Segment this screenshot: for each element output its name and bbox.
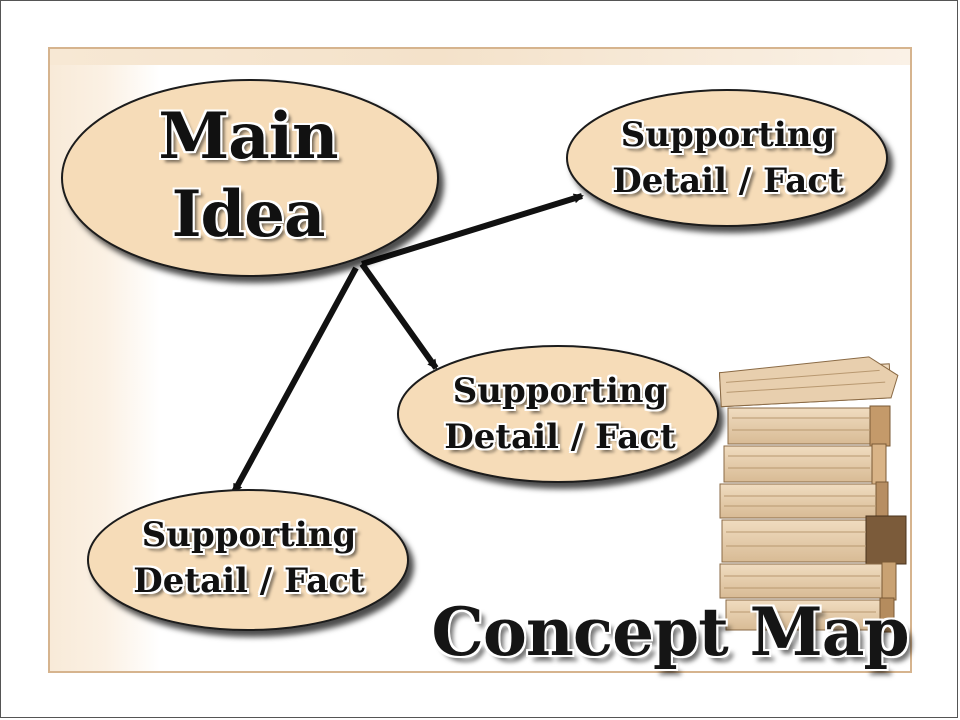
detail-2-line-1: Supporting bbox=[452, 371, 668, 411]
arrow-to-detail-2 bbox=[359, 262, 439, 370]
main-idea-line-1: Main bbox=[158, 99, 338, 174]
main-idea-line-2: Idea bbox=[171, 177, 326, 252]
arrow-to-detail-3 bbox=[231, 266, 359, 494]
detail-3-line-2: Detail / Fact bbox=[133, 561, 365, 601]
detail-1-line-2: Detail / Fact bbox=[612, 161, 844, 201]
detail-3-line-1: Supporting bbox=[141, 515, 357, 555]
detail-node-2[interactable] bbox=[397, 345, 719, 483]
detail-3-label: Supporting Detail / Fact bbox=[99, 512, 399, 604]
detail-node-1[interactable] bbox=[566, 89, 888, 227]
detail-1-line-1: Supporting bbox=[620, 115, 836, 155]
connector-arrows bbox=[231, 193, 584, 494]
detail-2-label: Supporting Detail / Fact bbox=[410, 368, 710, 460]
slide-title: Concept Map bbox=[431, 593, 909, 671]
frame-top-band bbox=[50, 49, 910, 65]
main-idea-label: Main Idea bbox=[78, 98, 418, 254]
detail-node-3[interactable] bbox=[87, 489, 409, 631]
arrow-to-detail-1 bbox=[361, 193, 584, 267]
book-stack-icon bbox=[718, 356, 907, 633]
detail-1-label: Supporting Detail / Fact bbox=[578, 112, 878, 204]
detail-2-line-2: Detail / Fact bbox=[444, 417, 676, 457]
main-idea-node[interactable] bbox=[61, 79, 439, 277]
